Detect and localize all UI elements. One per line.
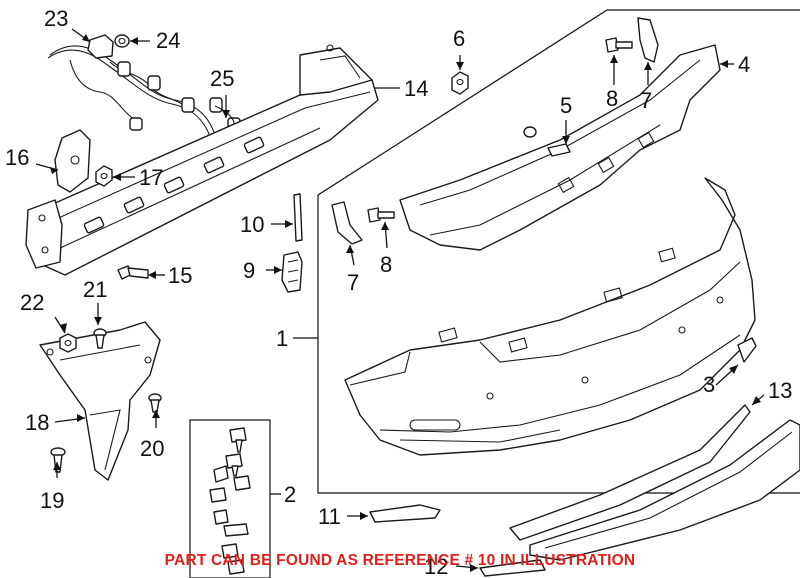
- callout-23: 23: [44, 6, 68, 31]
- trim-12: [479, 559, 546, 577]
- strip-10: [293, 193, 303, 242]
- clip-5: [523, 126, 571, 157]
- callout-16: 16: [5, 145, 29, 170]
- clip-23: [87, 34, 114, 59]
- screw-21: [93, 328, 107, 349]
- reference-notice: PART CAN BE FOUND AS REFERENCE # 10 IN I…: [164, 552, 636, 569]
- guide-9: [281, 251, 303, 293]
- callout-4: 4: [738, 52, 750, 77]
- bolt-8-lower: [367, 207, 395, 223]
- callout-10: 10: [240, 212, 264, 237]
- bolt-15: [117, 265, 149, 280]
- bumper-cover-1: [344, 177, 756, 456]
- callout-numbers: 1 2 3 4 5 6 7 7 8 8 9 10 11 12 13 14 15 …: [5, 6, 792, 578]
- callout-7-lower: 7: [347, 270, 359, 295]
- reflector-3: [737, 337, 757, 363]
- reflector-11: [369, 504, 441, 523]
- callout-25: 25: [210, 66, 234, 91]
- callout-11: 11: [318, 504, 341, 529]
- impact-bar-14: [25, 44, 379, 276]
- callout-15: 15: [168, 263, 192, 288]
- callout-8-upper: 8: [606, 86, 618, 111]
- callout-12: 12: [424, 554, 448, 578]
- hardware-kit-box: [189, 419, 271, 578]
- callout-1: 1: [276, 326, 288, 351]
- callout-14: 14: [404, 76, 428, 101]
- bolt-8-upper: [605, 37, 633, 53]
- callout-13: 13: [768, 378, 792, 403]
- callout-18: 18: [25, 410, 49, 435]
- callout-20: 20: [140, 436, 164, 461]
- nut-17: [95, 165, 113, 187]
- callout-21: 21: [83, 277, 107, 302]
- bracket-18: [39, 321, 161, 481]
- callout-9: 9: [243, 258, 255, 283]
- callout-2: 2: [284, 482, 296, 507]
- callout-17: 17: [139, 165, 163, 190]
- bracket-7-lower: [331, 201, 363, 245]
- bracket-7-upper: [637, 17, 659, 63]
- callout-8-lower: 8: [380, 252, 392, 277]
- callout-24: 24: [156, 28, 180, 53]
- arrowheads: [50, 34, 761, 572]
- callout-19: 19: [40, 488, 64, 513]
- callout-22: 22: [20, 290, 44, 315]
- nut-6: [451, 71, 469, 95]
- callout-5: 5: [560, 93, 572, 118]
- callout-3: 3: [703, 372, 715, 397]
- trim-13: [509, 404, 800, 561]
- callout-7-upper: 7: [640, 88, 652, 113]
- bracket-16: [54, 129, 91, 193]
- grommet-24: [114, 34, 130, 48]
- callout-6: 6: [453, 26, 465, 51]
- screw-20: [148, 393, 162, 413]
- nut-22: [59, 333, 77, 353]
- hardware-kit-2: [209, 427, 251, 575]
